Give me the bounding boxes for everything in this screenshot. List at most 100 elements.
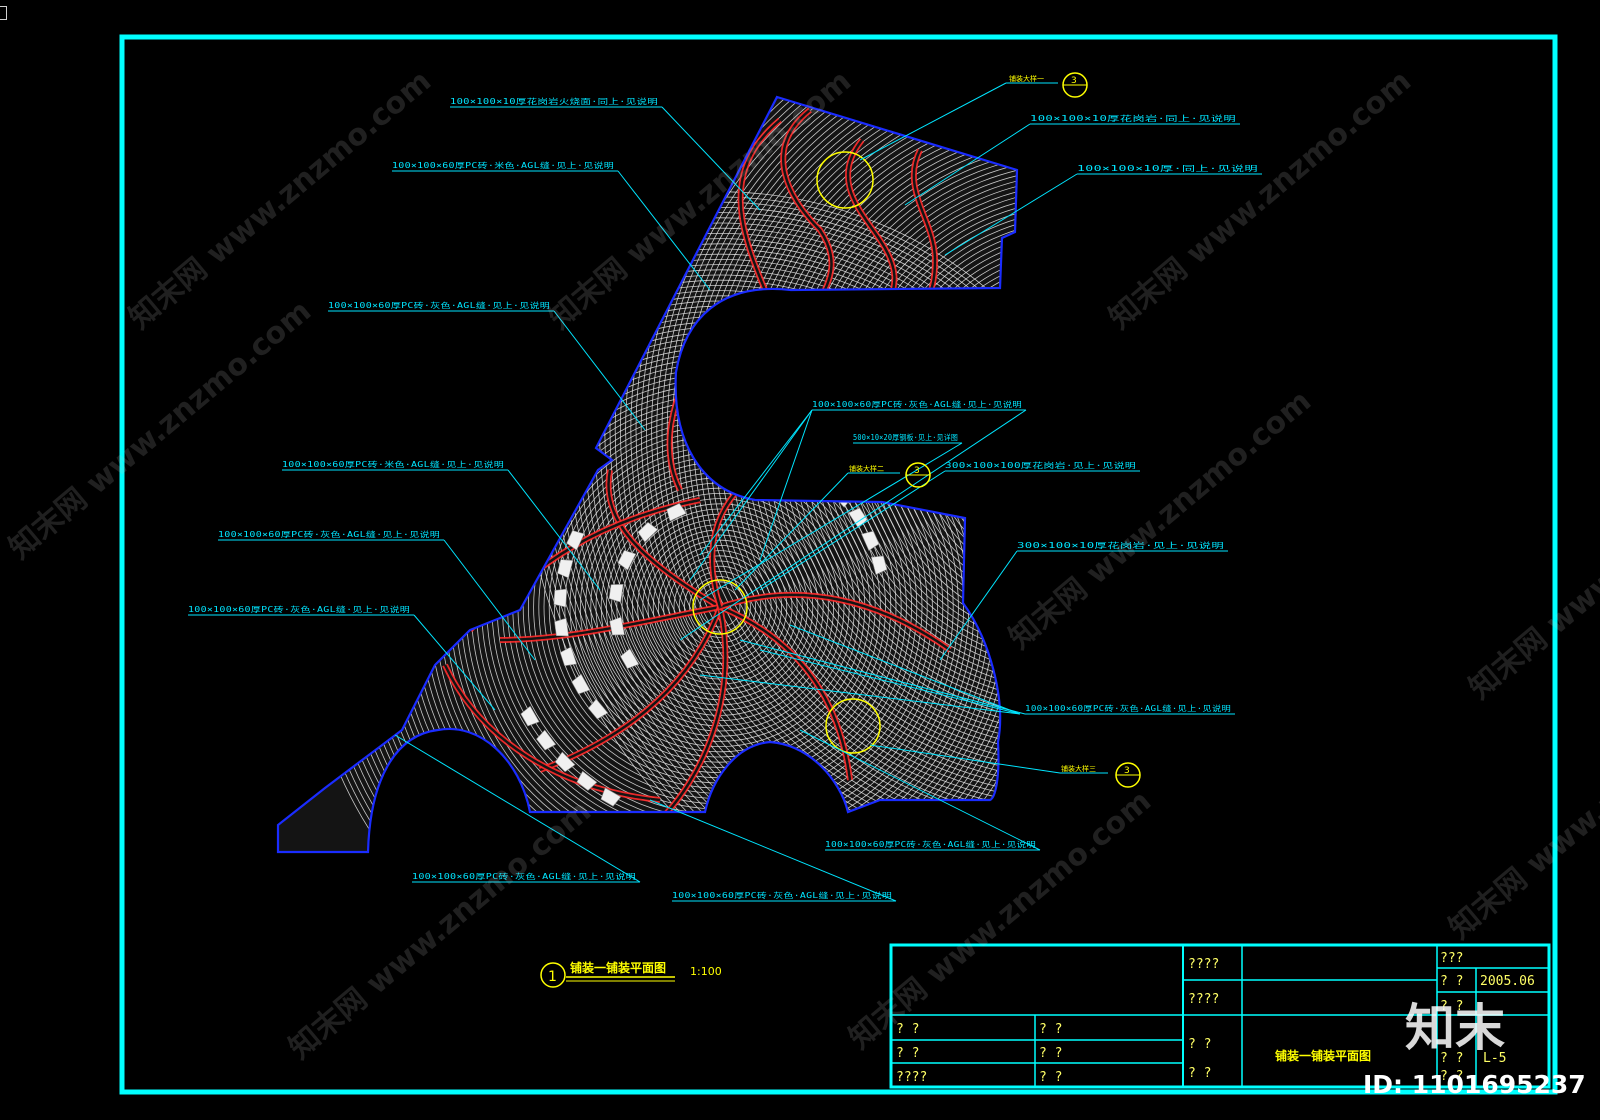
callout-number: 3 [1124,766,1130,776]
stepping-stone [1035,550,1054,572]
paving-band-gap [846,139,896,301]
leader-line [939,550,1018,661]
leader-line [739,639,1026,715]
hatch-arc [594,97,1017,852]
watermark-text: 知末网 www.znzmo.com [1443,674,1600,947]
leader-label: 100×100×60厚PC砖·灰色·AGL缝·见上·见说明 [328,300,550,310]
hatch-arc [699,586,741,628]
hatch-arc [926,276,1017,584]
stepping-stone [637,521,659,543]
detail-circle-2[interactable] [692,579,748,635]
window-corner-mark [0,6,7,20]
hatch-arc [677,97,1017,833]
detail-callout-2[interactable]: 铺装大样二 3 [734,462,931,591]
stepping-stone [608,584,624,603]
drawing-frame [119,34,1558,1095]
callout-number: 3 [914,466,920,476]
leader: 100×100×60厚PC砖·灰色·AGL缝·见上·见说明 [188,604,496,711]
leader-line [553,310,646,431]
leader-label: 100×100×60厚PC砖·灰色·AGL缝·见上·见说明 [412,871,636,881]
stepping-stone [554,617,569,637]
hatch-arc [651,97,1017,852]
leader: 100×100×60厚PC砖·米色·AGL缝·见上·见说明 [392,160,711,291]
stepping-stone [600,787,622,807]
leader: 100×100×10厚花岗岩·同上·见说明 [904,113,1240,206]
stepping-stone [566,530,585,551]
tb-sheet-number: L-5 [1483,1051,1506,1066]
tb-cell: ? ? [1039,1046,1062,1061]
tb-cell: ? ? [1039,1022,1062,1037]
leader-label: 100×100×10厚花岗岩·同上·见说明 [1030,113,1236,123]
caption-number: 1 [548,969,557,985]
hatch-arc [673,560,767,654]
leader: 100×100×60厚PC砖·米色·AGL缝·见上·见说明 [282,459,601,591]
hatch-arc [694,581,746,633]
callout-number: 3 [1071,76,1077,86]
leader-label: 100×100×60厚PC砖·米色·AGL缝·见上·见说明 [392,160,614,170]
paving-band-gap [719,593,951,652]
caption-title: 铺装一铺装平面图 [570,960,666,975]
tb-cell: ? ? [1440,1069,1463,1084]
paving-band-gap [443,664,661,802]
leader-line [789,624,1021,715]
leader-line [649,799,897,902]
hatch-arc [678,565,762,649]
stepping-stone [968,486,989,506]
drawing-caption: 1 铺装一铺装平面图 1:100 [540,960,722,988]
leader: 300×100×100厚花岗岩·见上·见说明 [759,460,1140,591]
hatch-arc [937,287,1017,573]
watermark-text: 知末网 www.znzmo.com [1463,434,1600,707]
hatch-arc [684,571,757,644]
detail-circle-3[interactable] [825,698,881,754]
leader-line [944,173,1078,256]
leader-line [507,469,601,591]
watermark-text: 知末网 www.znzmo.com [123,64,438,337]
stepping-stone [617,549,637,571]
hatch-arc [600,487,840,727]
hatch-arc [989,339,1017,521]
stepping-stone [536,729,557,751]
leader-line [699,674,1021,715]
stepping-stone [571,673,591,695]
stepping-stone [620,648,640,669]
tb-cell: ???? [896,1070,927,1085]
leader-label: 100×100×60厚PC砖·灰色·AGL缝·见上·见说明 [218,529,440,539]
stepping-stone [520,705,540,727]
hatch-arc [599,97,1017,852]
detail-callout-1[interactable]: 铺装大样一 3 [859,72,1088,161]
leader-line [699,442,963,601]
leader: 100×100×60厚PC砖·灰色·AGL缝·见上·见说明 [689,409,1021,715]
hatch-arc [614,97,1017,852]
tb-drawing-name: 铺装一铺装平面图 [1275,1048,1371,1063]
tb-date: 2005.06 [1480,974,1535,989]
detail-callout-3[interactable]: 铺装大样三 3 [869,744,1141,788]
leader: 300×100×10厚花岗岩·见上·见说明 [939,540,1228,661]
stepping-stone [666,503,687,522]
leader-line [759,409,813,561]
callout-label: 铺装大样三 [1061,764,1096,773]
tb-cell: ? ? [896,1046,919,1061]
hatch-arc [932,281,1017,579]
tb-cell: ???? [1188,957,1219,972]
title-block[interactable] [889,943,1551,1089]
hatch-arc [652,539,788,675]
watermark-text: 知末网 www.znzmo.com [3,294,318,567]
paving-band-gap [759,758,802,816]
leader: 100×100×10厚·同上·见说明 [944,163,1262,256]
stepping-stone [1058,641,1071,660]
leader-line [443,539,536,661]
tb-cell: ? ? [1188,1037,1211,1052]
detail-circle-1[interactable] [816,151,874,209]
leader-label: 100×100×60厚PC砖·灰色·AGL缝·见上·见说明 [188,604,410,614]
paving-band [758,757,803,816]
stepping-stone [559,646,578,667]
leader-label: 100×100×60厚PC砖·灰色·AGL缝·见上·见说明 [1025,703,1231,713]
brand-logo: 知末 [1405,999,1505,1057]
stepping-stone [576,770,598,791]
paving-band-gap [607,469,721,609]
hatch-arc [999,349,1017,511]
hatch-arc [666,97,1017,844]
caption-scale: 1:100 [690,965,722,978]
leader-line [413,614,496,711]
